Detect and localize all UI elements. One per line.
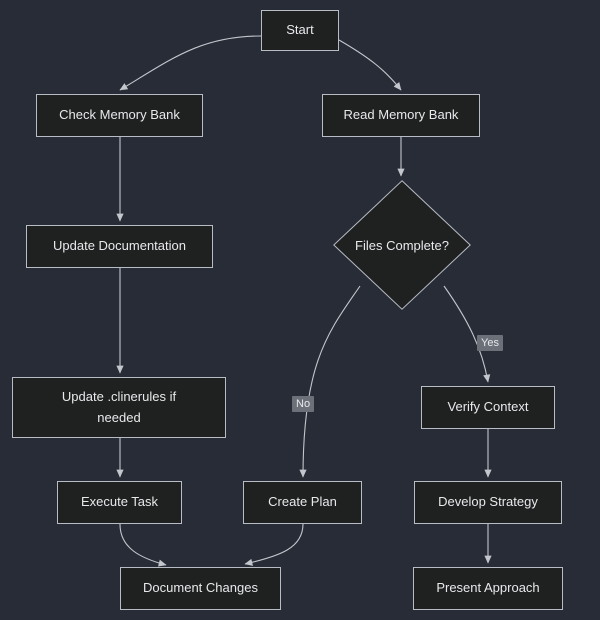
edge-label-yes_label: Yes <box>477 335 503 352</box>
node-label: Verify Context <box>447 399 529 415</box>
process-node-present_app[interactable]: Present Approach <box>413 567 563 610</box>
flowchart-edge <box>299 285 361 478</box>
decision-node-files_done[interactable]: Files Complete? <box>333 180 471 310</box>
process-node-start[interactable]: Start <box>261 10 339 51</box>
process-node-execute_task[interactable]: Execute Task <box>57 481 182 524</box>
node-label: Files Complete? <box>355 237 449 253</box>
process-node-doc_changes[interactable]: Document Changes <box>120 567 281 610</box>
flowchart-edge <box>119 523 167 567</box>
node-label: Start <box>286 22 314 38</box>
process-node-create_plan[interactable]: Create Plan <box>243 481 362 524</box>
process-node-verify_ctx[interactable]: Verify Context <box>421 386 555 429</box>
process-node-check_memory[interactable]: Check Memory Bank <box>36 94 203 137</box>
node-label: Develop Strategy <box>438 494 538 510</box>
flowchart-edge <box>244 523 304 566</box>
flowchart-edge <box>338 39 402 91</box>
flowchart-edge <box>443 285 491 383</box>
node-label: Present Approach <box>436 580 540 596</box>
node-label: Update .clinerules if needed <box>61 389 177 425</box>
process-node-update_docs[interactable]: Update Documentation <box>26 225 213 268</box>
process-node-develop_str[interactable]: Develop Strategy <box>414 481 562 524</box>
node-label: Read Memory Bank <box>343 107 459 123</box>
node-label: Check Memory Bank <box>59 107 180 123</box>
node-label: Execute Task <box>80 494 159 510</box>
process-node-update_rules[interactable]: Update .clinerules if needed <box>12 377 226 438</box>
edge-label-no_label: No <box>292 396 315 413</box>
node-label: Create Plan <box>268 494 337 510</box>
diamond-shape-icon <box>333 180 471 310</box>
node-label: Document Changes <box>143 580 258 596</box>
node-label: Update Documentation <box>53 238 186 254</box>
flowchart-edge <box>119 35 262 91</box>
process-node-read_memory[interactable]: Read Memory Bank <box>322 94 480 137</box>
